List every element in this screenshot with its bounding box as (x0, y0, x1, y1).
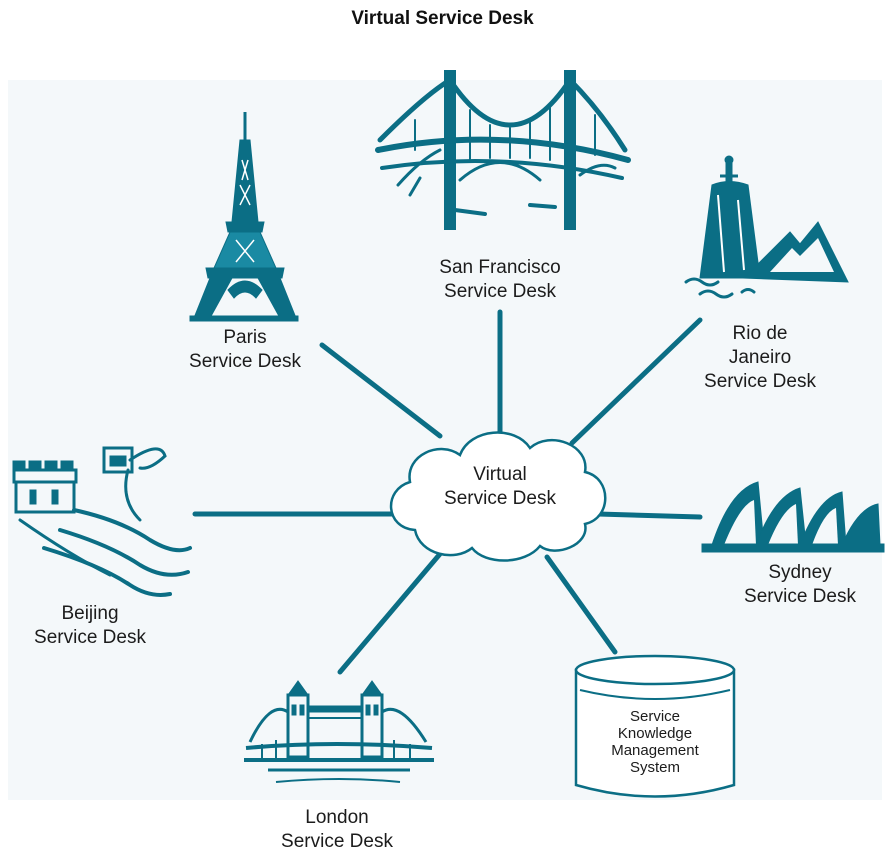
paris-line1: Paris (223, 327, 267, 348)
sydney-opera-house-icon (701, 481, 885, 553)
rio-line1: Rio de (732, 323, 788, 344)
sydney-line1: Sydney (768, 562, 832, 583)
page-title: Virtual Service Desk (351, 8, 534, 29)
san-francisco-line2: Service Desk (444, 281, 556, 302)
beijing-line2: Service Desk (34, 627, 146, 648)
connector-paris (319, 342, 443, 439)
rio-line2: Janeiro (728, 347, 792, 368)
connector-london (337, 545, 448, 675)
london-line2: Service Desk (281, 831, 393, 852)
hub-label: Virtual Service Desk (425, 463, 575, 511)
connector-knowledge (544, 554, 618, 655)
cloud-icon (389, 431, 607, 562)
node-san-francisco-label: San Francisco Service Desk (400, 256, 600, 304)
database-cylinder-icon (574, 654, 736, 798)
knowledge-line1: Service (629, 708, 681, 725)
knowledge-line3: Management (611, 742, 699, 759)
knowledge-line4: System (629, 759, 680, 776)
sydney-line2: Service Desk (744, 586, 856, 607)
connector-rio (569, 317, 703, 446)
golden-gate-bridge-icon (375, 70, 631, 230)
hub-label-line1: Virtual (473, 464, 527, 485)
london-line1: London (305, 807, 369, 828)
paris-line2: Service Desk (189, 351, 301, 372)
eiffel-tower-icon (189, 112, 299, 322)
node-paris-label: Paris Service Desk (170, 326, 320, 374)
beijing-line1: Beijing (61, 603, 119, 624)
christ-the-redeemer-icon (684, 155, 849, 299)
node-london-label: London Service Desk (262, 806, 412, 854)
node-sydney-label: Sydney Service Desk (720, 561, 880, 609)
connector-sydney (595, 511, 703, 520)
node-knowledge-label: Service Knowledge Management System (585, 708, 725, 776)
hub-label-line2: Service Desk (444, 488, 556, 509)
rio-line3: Service Desk (704, 371, 816, 392)
tower-bridge-icon (244, 680, 434, 783)
node-rio-label: Rio de Janeiro Service Desk (680, 322, 840, 394)
san-francisco-line1: San Francisco (439, 257, 561, 278)
knowledge-line2: Knowledge (617, 725, 693, 742)
great-wall-icon (12, 446, 192, 597)
node-beijing-label: Beijing Service Desk (15, 602, 165, 650)
